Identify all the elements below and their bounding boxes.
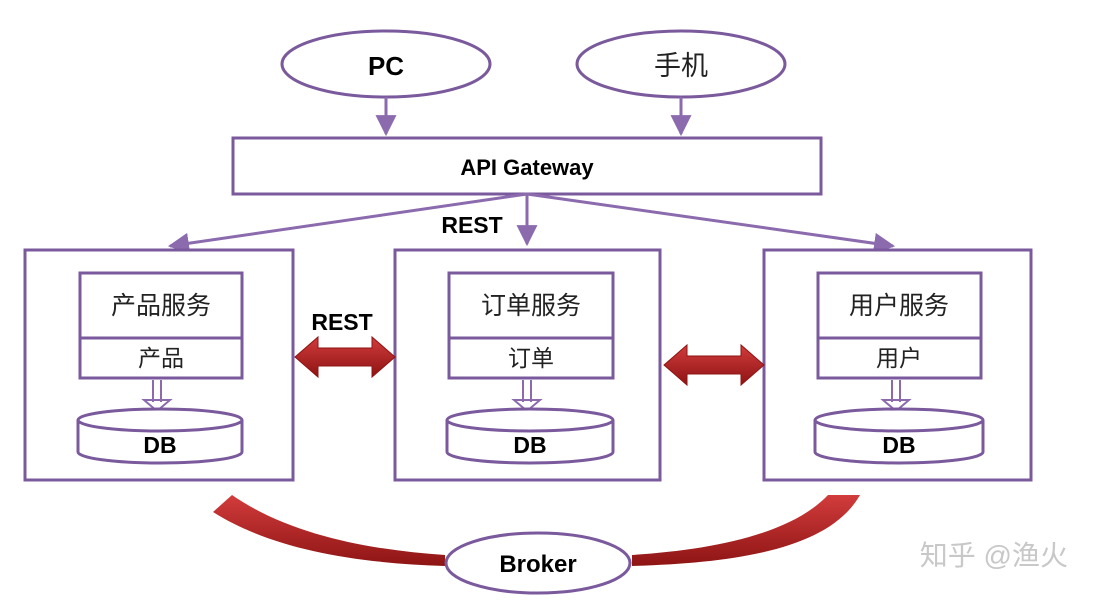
product-db-arrow xyxy=(141,380,173,413)
pc-client-node: PC xyxy=(280,29,492,99)
user-service-container: 用户服务 用户 DB xyxy=(762,248,1033,482)
pc-label: PC xyxy=(368,51,404,81)
user-db-label: DB xyxy=(882,432,915,458)
gateway-to-product-arrow xyxy=(167,192,528,254)
product-service-label: 产品服务 xyxy=(111,292,211,320)
user-db-cylinder: DB xyxy=(813,407,985,465)
order-db-cylinder: DB xyxy=(445,407,615,465)
product-db-label: DB xyxy=(143,432,176,458)
product-domain-box xyxy=(78,336,244,380)
user-service-box xyxy=(816,271,983,340)
broker-node: Broker xyxy=(444,531,632,595)
order-db-arrow xyxy=(511,380,543,413)
mobile-label: 手机 xyxy=(654,51,708,81)
gateway-rest-label: REST xyxy=(441,212,502,238)
user-service-label: 用户服务 xyxy=(849,292,949,320)
watermark-text: 知乎 @渔火 xyxy=(920,540,1068,571)
broker-left-curve-arrow xyxy=(213,495,445,566)
inter-service-rest-label: REST xyxy=(311,309,372,335)
product-domain-label: 产品 xyxy=(138,345,184,371)
product-service-container: 产品服务 产品 DB xyxy=(23,248,295,482)
api-gateway-label: API Gateway xyxy=(460,155,594,180)
api-gateway-node: API Gateway xyxy=(231,136,823,196)
order-service-container: 订单服务 订单 DB xyxy=(393,248,662,482)
order-service-label: 订单服务 xyxy=(481,292,581,320)
order-db-label: DB xyxy=(513,432,546,458)
order-domain-box xyxy=(447,336,615,380)
user-domain-label: 用户 xyxy=(876,345,922,371)
product-db-cylinder: DB xyxy=(76,407,244,465)
order-domain-label: 订单 xyxy=(508,345,554,371)
gateway-to-user-arrow xyxy=(526,192,896,254)
user-domain-box xyxy=(816,336,983,380)
product-order-bidirectional-arrow xyxy=(294,335,396,379)
user-db-arrow xyxy=(880,380,912,413)
broker-label: Broker xyxy=(499,551,576,578)
mobile-client-node: 手机 xyxy=(575,29,787,99)
order-user-bidirectional-arrow xyxy=(663,343,765,387)
broker-right-curve-arrow xyxy=(632,495,860,566)
